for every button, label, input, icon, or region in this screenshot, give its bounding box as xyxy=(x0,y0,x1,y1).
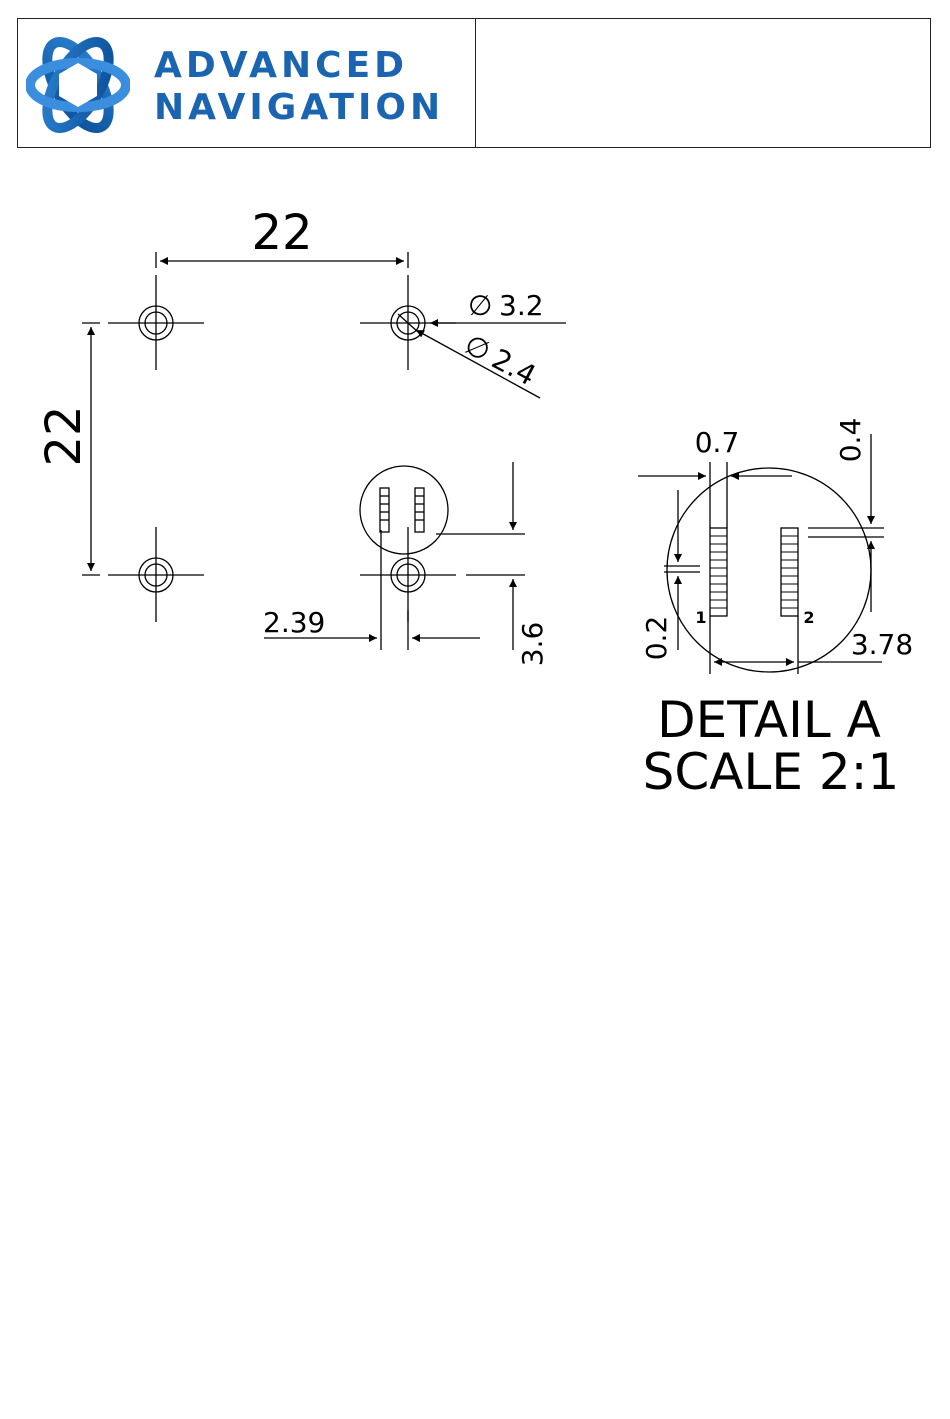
detail-label-row-spacing: 3.78 xyxy=(851,628,913,661)
mounting-hole-top-left xyxy=(108,275,204,370)
dim-label-outer-diameter: 3.2 xyxy=(499,289,544,322)
detail-title: DETAIL A xyxy=(657,691,881,749)
dim-label-vertical: 22 xyxy=(36,405,92,466)
mounting-hole-bottom-right xyxy=(360,527,456,622)
pin-1-label: 1 xyxy=(695,608,706,627)
detail-a-view xyxy=(667,468,871,672)
pin-2-label: 2 xyxy=(803,608,814,627)
detail-label-pad-width: 0.7 xyxy=(695,426,740,459)
dim-label-connector-height: 3.6 xyxy=(516,622,549,667)
connector-footprint xyxy=(360,466,448,554)
dim-label-connector-offset: 2.39 xyxy=(263,606,325,639)
detail-scale: SCALE 2:1 xyxy=(643,743,900,801)
dim-label-inner-diameter: 2.4 xyxy=(486,342,541,392)
mounting-hole-bottom-left xyxy=(108,527,204,622)
dim-label-horizontal: 22 xyxy=(251,205,312,261)
detail-label-pad-pitch: 0.2 xyxy=(640,616,673,661)
diameter-symbol-outer: ∅ xyxy=(468,289,492,322)
detail-label-pad-gap: 0.4 xyxy=(834,418,867,463)
